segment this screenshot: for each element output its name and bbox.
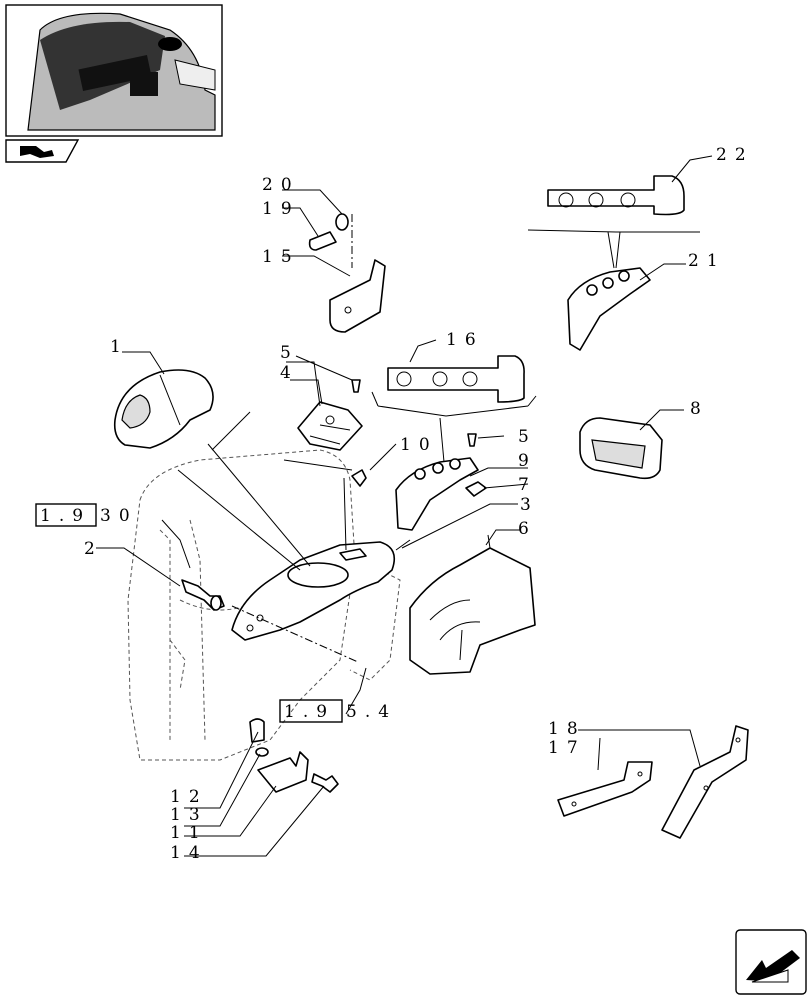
part-4-switch[interactable] bbox=[297, 401, 363, 451]
callout-5-upper: 5 bbox=[280, 343, 299, 363]
part-11-bracket[interactable] bbox=[257, 751, 309, 793]
part-13-washer[interactable] bbox=[255, 747, 269, 757]
part-8-vent-grille[interactable] bbox=[579, 417, 663, 480]
part-12-bolt[interactable] bbox=[249, 718, 265, 743]
callout-17: 17 bbox=[548, 738, 586, 758]
reference-b-rest: 5.4 bbox=[346, 702, 397, 722]
part-5-screw-lower[interactable] bbox=[467, 433, 477, 447]
callout-1: 1 bbox=[110, 337, 129, 357]
part-14-bolt[interactable] bbox=[311, 773, 339, 793]
reference-box-b[interactable]: 1.9 5.4 bbox=[279, 699, 397, 723]
callout-6: 6 bbox=[518, 519, 537, 539]
callout-15: 15 bbox=[262, 247, 300, 267]
callout-20: 20 bbox=[262, 175, 300, 195]
callout-12: 12 bbox=[170, 787, 208, 807]
callout-2: 2 bbox=[84, 539, 103, 559]
part-17-mounting-plate[interactable] bbox=[557, 761, 653, 817]
part-20-washer[interactable] bbox=[335, 213, 349, 231]
part-2-pin[interactable] bbox=[181, 579, 225, 611]
leader-lines bbox=[96, 155, 713, 857]
part-16-label-plate[interactable] bbox=[387, 355, 525, 403]
part-19-pin[interactable] bbox=[308, 231, 337, 251]
reference-a-boxed: 1.9 bbox=[40, 506, 91, 526]
callout-22: 22 bbox=[716, 145, 754, 165]
part-9-vent-bar[interactable] bbox=[395, 457, 479, 531]
callout-21: 21 bbox=[688, 251, 726, 271]
part-15-bracket[interactable] bbox=[329, 259, 386, 333]
callout-labels: 1 2 3 4 5 5 6 7 8 9 10 11 12 13 14 15 16… bbox=[84, 145, 754, 863]
assembly-lines bbox=[177, 214, 700, 663]
part-6-air-duct[interactable] bbox=[409, 534, 536, 675]
tractor-cab-thumbnail-icon[interactable] bbox=[5, 4, 223, 137]
callout-7: 7 bbox=[518, 475, 537, 495]
callout-14: 14 bbox=[170, 843, 208, 863]
callout-3: 3 bbox=[520, 495, 539, 515]
part-3-console-housing[interactable] bbox=[231, 541, 396, 641]
part-21-louver-vent[interactable] bbox=[567, 267, 651, 351]
callout-16: 16 bbox=[446, 330, 484, 350]
callout-19: 19 bbox=[262, 199, 300, 219]
callout-8: 8 bbox=[690, 399, 709, 419]
callout-13: 13 bbox=[170, 805, 208, 825]
previous-page-arrow-icon[interactable] bbox=[5, 139, 80, 163]
reference-a-rest: 30 bbox=[100, 506, 138, 526]
next-page-arrow-icon[interactable] bbox=[735, 929, 807, 995]
part-1-roof-lamp[interactable] bbox=[113, 369, 214, 449]
callout-10: 10 bbox=[400, 435, 438, 455]
reference-b-boxed: 1.9 bbox=[284, 702, 335, 722]
callout-9: 9 bbox=[518, 451, 537, 471]
callout-18: 18 bbox=[548, 719, 586, 739]
callout-4: 4 bbox=[280, 363, 299, 383]
reference-box-a[interactable]: 1.9 30 bbox=[35, 503, 138, 527]
callout-5-lower: 5 bbox=[518, 427, 537, 447]
callout-11: 11 bbox=[170, 823, 208, 843]
part-22-label-plate[interactable] bbox=[547, 175, 685, 216]
part-5-screw-upper[interactable] bbox=[351, 379, 361, 393]
part-7-clip[interactable] bbox=[465, 481, 487, 497]
part-10-screw[interactable] bbox=[351, 469, 367, 487]
part-18-mounting-plate[interactable] bbox=[661, 725, 749, 839]
